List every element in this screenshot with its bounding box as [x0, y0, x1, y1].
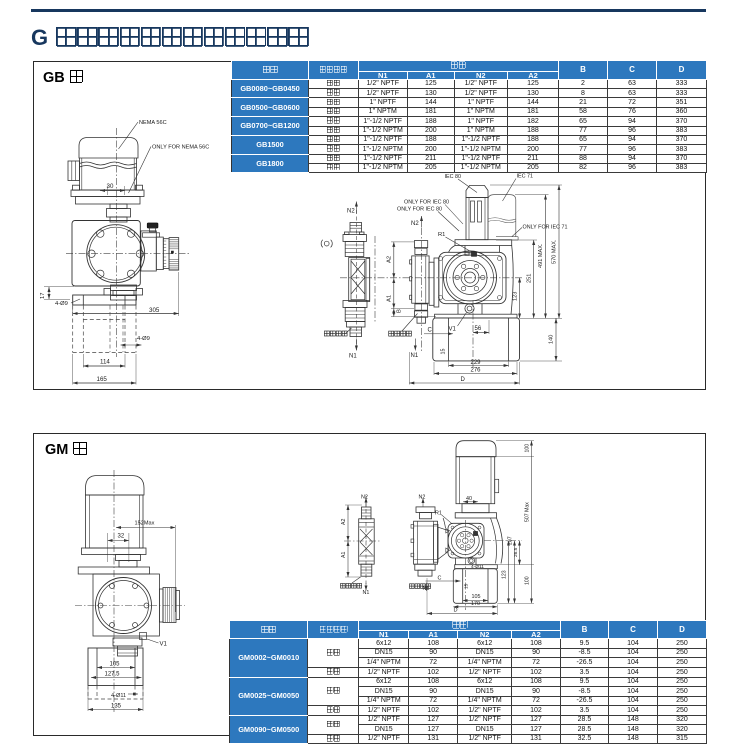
svg-text:A2: A2: [387, 256, 393, 263]
svg-text:N1: N1: [411, 353, 419, 359]
svg-text:40: 40: [466, 496, 472, 502]
svg-text:C: C: [428, 328, 433, 334]
svg-text:100: 100: [525, 444, 531, 453]
svg-text:4-Ø9: 4-Ø9: [137, 336, 150, 342]
svg-text:ONLY FOR NEMA 56C: ONLY FOR NEMA 56C: [152, 145, 209, 151]
svg-text:N2: N2: [411, 221, 419, 227]
svg-text:A1: A1: [387, 295, 393, 302]
svg-text:N1: N1: [363, 590, 370, 596]
svg-text:R1: R1: [438, 232, 445, 238]
svg-text:C: C: [438, 576, 442, 582]
svg-text:56: 56: [475, 326, 482, 332]
svg-text:N1: N1: [423, 586, 430, 592]
svg-text:D: D: [454, 608, 458, 614]
svg-text:4-Ø11: 4-Ø11: [471, 564, 484, 570]
svg-text:229: 229: [471, 360, 482, 366]
svg-text:123: 123: [502, 570, 508, 579]
svg-text:570 MAX.: 570 MAX.: [552, 239, 558, 264]
svg-text:105: 105: [110, 662, 121, 668]
svg-text:4-Ø11: 4-Ø11: [111, 693, 126, 699]
svg-text:305: 305: [149, 307, 160, 314]
svg-text:V1: V1: [449, 327, 457, 333]
svg-text:26.5: 26.5: [513, 547, 519, 557]
svg-text:491 MAX.: 491 MAX.: [538, 243, 544, 268]
svg-text:30: 30: [107, 183, 114, 190]
svg-text:N2: N2: [347, 209, 355, 215]
svg-text:276: 276: [471, 368, 482, 374]
svg-text:17: 17: [40, 293, 46, 299]
svg-text:135: 135: [111, 704, 122, 710]
svg-text:A1: A1: [341, 552, 347, 558]
svg-text:165: 165: [97, 376, 108, 383]
svg-text:IEC 71: IEC 71: [517, 174, 533, 180]
svg-text:B: B: [397, 309, 403, 313]
svg-text:127.5: 127.5: [105, 672, 121, 678]
svg-text:123: 123: [513, 292, 519, 301]
svg-text:15: 15: [441, 349, 447, 355]
svg-text:N2: N2: [361, 495, 368, 501]
svg-text:D: D: [461, 377, 466, 383]
svg-text:32: 32: [118, 534, 125, 540]
svg-text:ONLY FOR IEC 80: ONLY FOR IEC 80: [397, 207, 442, 213]
svg-text:V1: V1: [160, 642, 168, 648]
svg-text:ONLY FOR IEC 80: ONLY FOR IEC 80: [404, 200, 449, 206]
svg-text:105: 105: [472, 594, 481, 600]
svg-text:A2: A2: [341, 519, 347, 525]
svg-text:207: 207: [508, 536, 514, 545]
svg-text:N1: N1: [349, 354, 357, 360]
svg-text:4-Ø9: 4-Ø9: [55, 301, 68, 307]
svg-text:IEC 80: IEC 80: [445, 174, 461, 180]
svg-text:170: 170: [471, 601, 480, 607]
svg-text:251: 251: [527, 274, 533, 283]
svg-text:114: 114: [100, 359, 110, 366]
svg-text:15: 15: [464, 583, 470, 589]
svg-text:NEMA 56C: NEMA 56C: [139, 120, 167, 126]
svg-text:100: 100: [525, 576, 531, 585]
svg-text:507 Max: 507 Max: [525, 502, 531, 522]
svg-text:152Max: 152Max: [135, 521, 155, 527]
svg-text:ONLY FOR IEC 71: ONLY FOR IEC 71: [523, 225, 568, 231]
svg-text:R1: R1: [435, 511, 442, 517]
svg-text:140: 140: [549, 335, 555, 344]
svg-text:N2: N2: [419, 495, 426, 501]
